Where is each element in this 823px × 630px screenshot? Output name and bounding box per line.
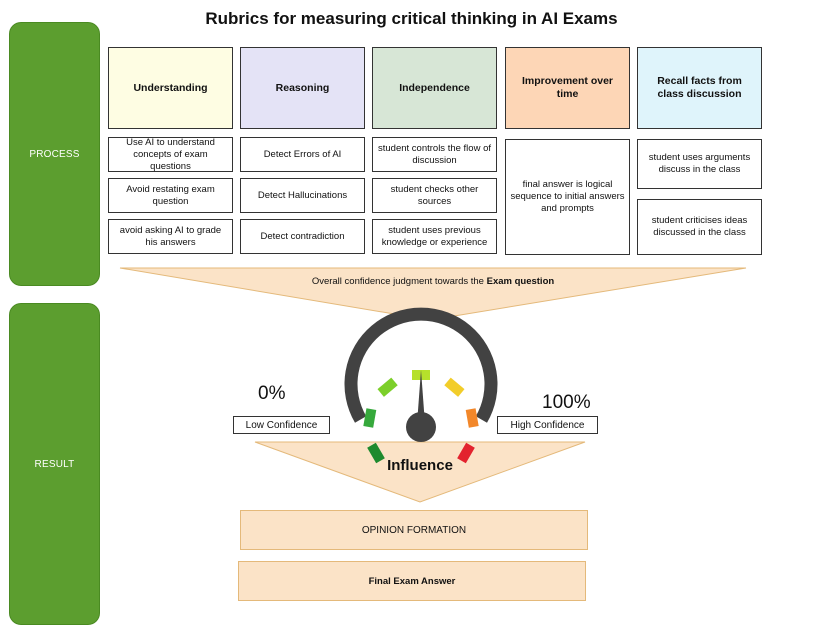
criterion-cell: Avoid restating exam question (108, 178, 233, 213)
confidence-gauge (344, 307, 498, 464)
header-recall-facts: Recall facts from class discussion (637, 47, 762, 129)
high-confidence-label: High Confidence (497, 416, 598, 434)
gauge-segment (363, 408, 377, 428)
influence-funnel (254, 441, 586, 503)
page-title: Rubrics for measuring critical thinking … (205, 9, 618, 28)
header-improvement-over-time: Improvement over time (505, 47, 630, 129)
low-confidence-label: Low Confidence (233, 416, 330, 434)
gauge-segment (457, 442, 475, 464)
process-label: PROCESS (9, 22, 100, 286)
final-exam-answer-box: Final Exam Answer (238, 561, 586, 601)
criterion-cell: final answer is logical sequence to init… (505, 139, 630, 255)
criterion-cell: student checks other sources (372, 178, 497, 213)
criterion-cell: student uses arguments discuss in the cl… (637, 139, 762, 189)
gauge-segment (377, 377, 398, 397)
gauge-segment (465, 408, 479, 428)
criterion-cell: student uses previous knowledge or exper… (372, 219, 497, 254)
gauge-segment (367, 442, 385, 464)
opinion-formation-box: OPINION FORMATION (240, 510, 588, 550)
criterion-cell: Detect Errors of AI (240, 137, 365, 172)
criterion-cell: Detect contradiction (240, 219, 365, 254)
header-reasoning: Reasoning (240, 47, 365, 129)
criterion-cell: student controls the flow of discussion (372, 137, 497, 172)
criterion-cell: Detect Hallucinations (240, 178, 365, 213)
low-percent: 0% (258, 383, 286, 404)
header-understanding: Understanding (108, 47, 233, 129)
gauge-hub (406, 412, 436, 442)
influence-label: Influence (387, 457, 453, 474)
confidence-funnel (119, 267, 747, 321)
high-percent: 100% (542, 392, 591, 413)
criterion-cell: student criticises ideas discussed in th… (637, 199, 762, 255)
gauge-needle (417, 370, 425, 424)
header-independence: Independence (372, 47, 497, 129)
gauge-arc (344, 307, 498, 423)
confidence-judgment-label: Overall confidence judgment towards the … (311, 276, 555, 287)
criterion-cell: avoid asking AI to grade his answers (108, 219, 233, 254)
result-label: RESULT (9, 303, 100, 625)
gauge-segment (444, 377, 465, 397)
criterion-cell: Use AI to understand concepts of exam qu… (108, 137, 233, 172)
